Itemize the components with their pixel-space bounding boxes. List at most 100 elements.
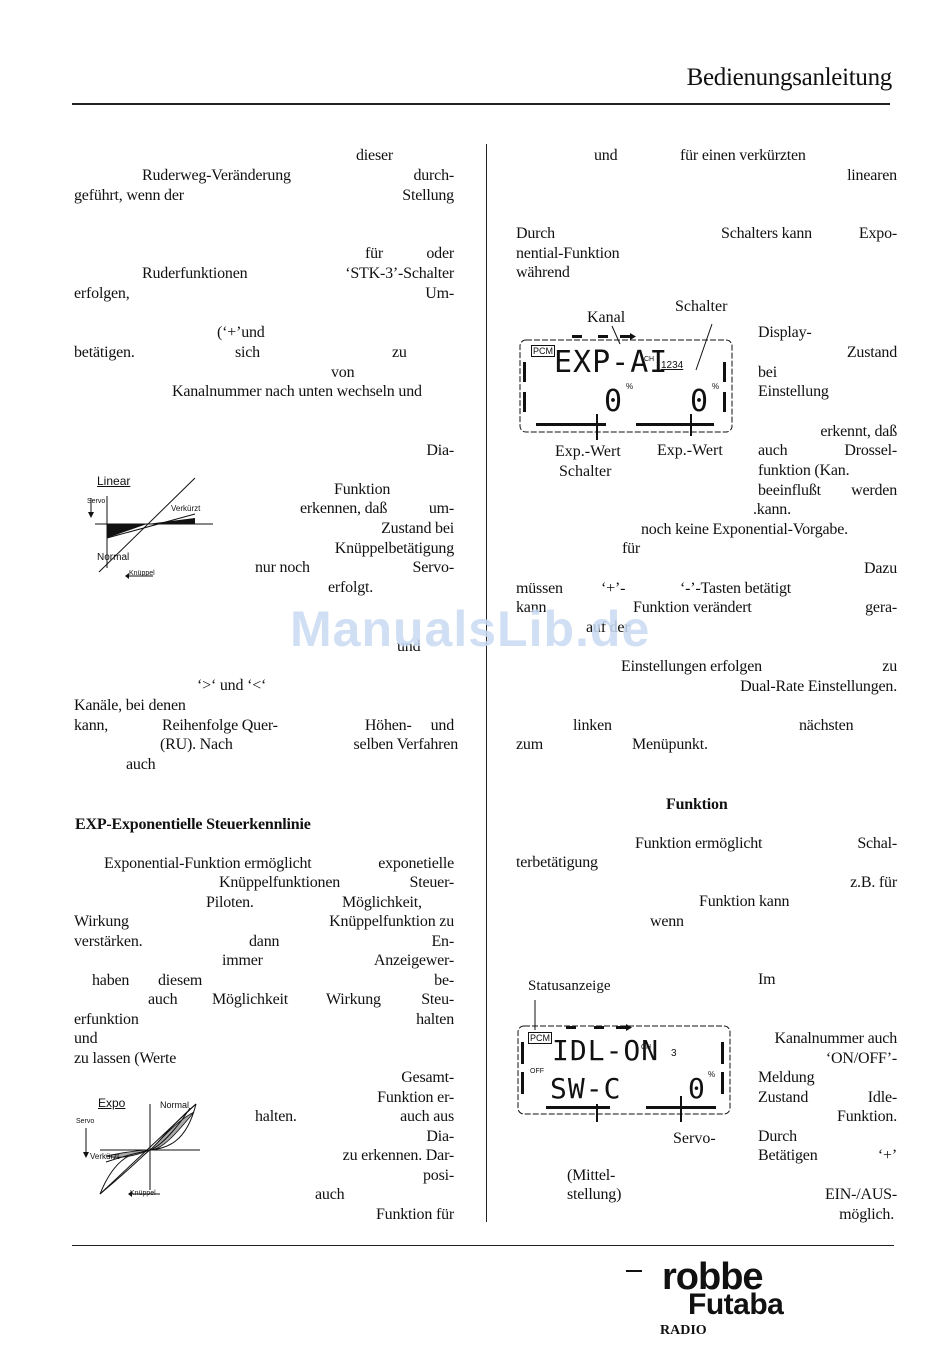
text-line: erfunktion bbox=[74, 1011, 139, 1028]
text-line: haben bbox=[92, 972, 130, 989]
expo-diagram-knueppel-label: Knüppel bbox=[130, 1190, 156, 1197]
text-line: Dazu bbox=[864, 560, 897, 577]
lcd2-main-text: IDL-ON bbox=[552, 1034, 660, 1067]
text-line: erfolgen, bbox=[74, 285, 130, 302]
text-line: für bbox=[622, 540, 641, 557]
text-line: Funktion verändert bbox=[633, 599, 752, 616]
text-line: erfolgt. bbox=[328, 579, 374, 596]
text-line: ‘-’-Tasten betätigt bbox=[680, 580, 792, 597]
expo-diagram-servo-label: Servo bbox=[76, 1118, 95, 1125]
lcd1-label-schalter-bottom: Schalter bbox=[559, 463, 612, 480]
page-header-title: Bedienungsanleitung bbox=[686, 64, 893, 91]
text-line: exponetielle bbox=[378, 855, 454, 872]
logo-robbe: robbe bbox=[662, 1256, 764, 1298]
lcd2-frame bbox=[517, 1000, 731, 1122]
text-line: erkennt, daß bbox=[820, 423, 897, 440]
text-line: dann bbox=[249, 933, 280, 950]
text-line: für einen verkürzten bbox=[680, 147, 806, 164]
lcd1-right-value: 0 bbox=[690, 384, 709, 419]
expo-diagram-graphic bbox=[83, 1103, 200, 1197]
text-line: Schalters kann bbox=[721, 225, 812, 242]
text-line: Durch bbox=[516, 225, 555, 242]
text-line: Funktion ermöglicht bbox=[635, 835, 763, 852]
text-line: gera- bbox=[865, 599, 897, 616]
text-line: Piloten. bbox=[206, 894, 254, 911]
text-line: Exponential-Funktion ermöglicht bbox=[104, 855, 312, 872]
lcd1-ch-label: CH bbox=[644, 356, 655, 363]
text-line: während bbox=[516, 264, 570, 281]
lcd2-label-status: Statusanzeige bbox=[528, 978, 611, 994]
lcd2-value: 0 bbox=[688, 1072, 705, 1105]
linear-diagram-knueppel-label: Knüppel bbox=[129, 570, 155, 577]
text-line: linearen bbox=[847, 167, 897, 184]
lcd-display-exp: Schalter Kanal PCM EXP-AI CH 1234 % % 0 … bbox=[516, 298, 746, 488]
expo-diagram-verkuerzt-label: Verkürzt bbox=[90, 1152, 120, 1161]
linear-diagram: Linear Servo Verkürzt Normal Knüppel bbox=[85, 472, 225, 584]
text-line: Servo- bbox=[412, 559, 455, 576]
text-line: noch keine Exponential-Vorgabe. bbox=[641, 521, 848, 538]
text-line: Dual-Rate Einstellungen. bbox=[740, 678, 897, 695]
text-line: Wirkung bbox=[74, 913, 129, 930]
column-divider bbox=[486, 144, 487, 1222]
lcd1-switches: 1234 bbox=[661, 360, 684, 371]
text-line: Funktion bbox=[334, 481, 391, 498]
text-line: wenn bbox=[650, 913, 684, 930]
text-line: linken bbox=[573, 717, 612, 734]
text-line: funktion (Kan. bbox=[758, 462, 850, 479]
linear-diagram-graphic bbox=[88, 477, 213, 579]
text-line: Funktion für bbox=[375, 1206, 454, 1223]
section-heading-exp: EXP-Exponentielle Steuerkennlinie bbox=[75, 816, 311, 833]
text-line: terbetätigung bbox=[516, 854, 598, 871]
lcd1-pcm-badge: PCM bbox=[531, 345, 555, 357]
text-line: verstärken. bbox=[74, 933, 143, 950]
text-line: Reihenfolge Quer- bbox=[162, 717, 278, 734]
text-line: (‘+’und bbox=[217, 324, 265, 341]
text-line: durch- bbox=[413, 167, 454, 184]
text-line: erkennen, daß bbox=[300, 500, 388, 517]
linear-diagram-verkuerzt-label: Verkürzt bbox=[171, 504, 201, 513]
text-line: sich bbox=[235, 344, 260, 361]
text-line: Idle- bbox=[867, 1089, 897, 1106]
text-line: Funktion bbox=[666, 796, 728, 813]
text-line: und bbox=[74, 1030, 98, 1047]
text-line: auf der bbox=[586, 619, 630, 636]
text-line: Höhen- und bbox=[364, 717, 454, 734]
text-line: dieser bbox=[356, 147, 394, 164]
text-line: von bbox=[331, 364, 355, 381]
text-line: beeinflußt bbox=[758, 482, 821, 499]
text-line: (Mittel- bbox=[567, 1167, 616, 1184]
text-line: Einstellungen erfolgen bbox=[621, 658, 762, 675]
text-line: immer bbox=[222, 952, 263, 969]
text-line: möglich. bbox=[839, 1206, 894, 1223]
text-line: diesem bbox=[158, 972, 203, 989]
text-line: Knüppelfunktionen bbox=[219, 874, 341, 891]
expo-diagram-title: Expo bbox=[98, 1096, 126, 1110]
text-line: Ruderfunktionen bbox=[142, 265, 248, 282]
lcd2-channel-number: 3 bbox=[671, 1048, 677, 1059]
text-line: En- bbox=[431, 933, 454, 950]
text-line: ‘ON/OFF’- bbox=[825, 1050, 897, 1067]
text-line: posi- bbox=[422, 1167, 454, 1184]
footer-rule bbox=[72, 1245, 894, 1246]
text-line: selben Verfahren bbox=[353, 736, 459, 753]
text-line: auch bbox=[148, 991, 178, 1008]
text-line: oder bbox=[426, 245, 454, 262]
lcd2-pct: % bbox=[708, 1070, 716, 1079]
lcd1-label-expwert-right: Exp.-Wert bbox=[657, 442, 723, 459]
text-line: Gesamt- bbox=[401, 1069, 454, 1086]
text-line: ‘+’ bbox=[877, 1147, 897, 1164]
text-line: stellung) bbox=[567, 1186, 622, 1203]
linear-diagram-title: Linear bbox=[97, 474, 131, 488]
text-line: Kanalnummer auch bbox=[774, 1030, 897, 1047]
text-line: Wirkung bbox=[326, 991, 381, 1008]
text-line: Display- bbox=[758, 324, 812, 341]
text-line: nential-Funktion bbox=[516, 245, 620, 262]
lcd2-sub-text: SW-C bbox=[550, 1072, 622, 1105]
text-line: auch bbox=[758, 442, 788, 459]
text-line: bei bbox=[758, 364, 777, 381]
text-line: Kanäle, bei denen bbox=[74, 697, 186, 714]
text-line: z.B. für bbox=[850, 874, 897, 891]
text-line: zum bbox=[516, 736, 543, 753]
lcd1-left-value: 0 bbox=[604, 384, 623, 419]
text-line: Im bbox=[758, 971, 776, 988]
